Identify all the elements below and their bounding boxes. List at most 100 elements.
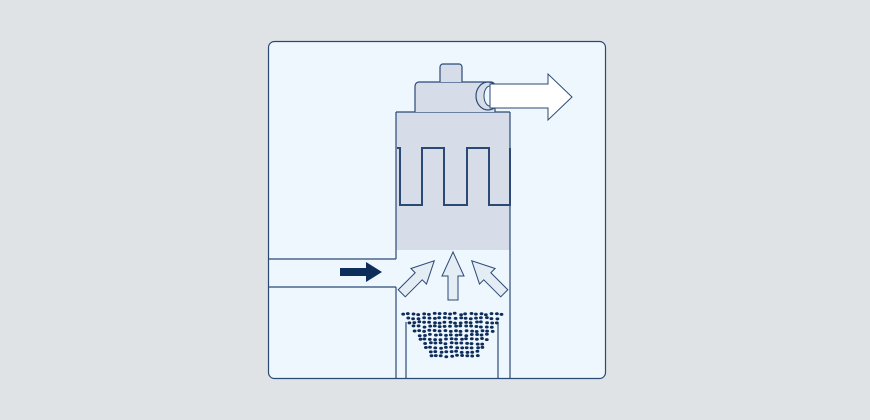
updraft-arrow-icon <box>441 250 465 301</box>
particle <box>448 320 453 324</box>
particle <box>449 345 453 349</box>
particle <box>464 324 469 328</box>
particle <box>490 329 495 333</box>
particle <box>460 337 464 341</box>
particle <box>464 320 468 324</box>
particle <box>429 354 434 358</box>
particle <box>464 329 469 333</box>
particle <box>485 332 489 336</box>
particle <box>459 341 464 345</box>
particle <box>443 342 448 346</box>
particle <box>438 354 443 358</box>
particle <box>460 354 464 357</box>
filter-housing <box>396 112 510 250</box>
particle <box>484 313 488 317</box>
particle <box>485 321 489 325</box>
particle <box>434 333 438 337</box>
particle <box>459 350 464 354</box>
particle <box>458 329 463 333</box>
particle <box>444 345 448 349</box>
particle <box>499 312 504 316</box>
particle <box>489 312 494 316</box>
particle <box>448 324 452 328</box>
particle <box>454 329 458 333</box>
particle <box>428 324 433 328</box>
particle <box>428 350 433 354</box>
particle <box>459 316 464 320</box>
particle <box>422 337 427 341</box>
particle <box>442 320 447 324</box>
particle <box>453 321 457 325</box>
particle <box>438 338 443 342</box>
particle <box>490 321 495 325</box>
particle <box>450 354 455 358</box>
particle <box>405 312 410 316</box>
particle <box>454 349 458 353</box>
particle <box>469 337 474 341</box>
particle <box>455 353 459 357</box>
particle <box>428 332 432 336</box>
particle <box>468 317 473 321</box>
particle <box>448 333 453 337</box>
particle <box>427 328 432 332</box>
particle <box>424 346 428 349</box>
particle <box>469 324 473 328</box>
particle <box>475 333 479 336</box>
particle <box>495 312 499 316</box>
particle <box>465 350 470 354</box>
particle <box>432 324 437 328</box>
particle <box>484 338 489 342</box>
particle <box>458 321 463 325</box>
particle <box>428 345 432 349</box>
particle <box>485 329 489 333</box>
particle <box>439 346 443 350</box>
particle <box>480 329 485 333</box>
particle <box>458 324 463 328</box>
particle <box>433 346 438 350</box>
particle <box>475 320 479 324</box>
particle <box>495 317 500 321</box>
particle <box>474 316 478 320</box>
inlet-duct <box>269 258 396 288</box>
particle <box>475 354 480 358</box>
particle <box>443 329 448 333</box>
particle <box>449 341 454 345</box>
particle <box>423 342 427 345</box>
particle <box>458 333 463 337</box>
particle <box>442 316 447 320</box>
particle <box>437 325 442 329</box>
particle <box>465 354 470 358</box>
particle <box>475 349 480 353</box>
particle <box>417 329 422 333</box>
particle <box>469 312 474 315</box>
particle <box>479 312 484 316</box>
particle <box>444 350 449 354</box>
particle <box>480 345 485 349</box>
particle <box>474 312 478 316</box>
particle <box>432 329 437 332</box>
particle <box>469 346 474 350</box>
particle <box>422 316 426 320</box>
particle <box>469 342 474 346</box>
particle <box>427 316 432 320</box>
particle <box>437 321 442 325</box>
particle <box>449 337 454 341</box>
particle <box>407 321 412 325</box>
particle <box>412 321 417 325</box>
particle <box>475 342 480 346</box>
particle <box>422 325 427 329</box>
particle <box>475 337 479 341</box>
particle <box>448 329 453 333</box>
particle <box>470 350 475 354</box>
particle <box>454 324 458 328</box>
particle <box>459 313 463 317</box>
particle <box>433 316 437 320</box>
particle <box>433 341 438 345</box>
particle <box>474 325 479 328</box>
particle <box>411 317 415 321</box>
particle <box>406 316 411 320</box>
updraft-arrow-icon <box>470 259 509 298</box>
particle <box>489 325 494 329</box>
particle <box>480 342 485 346</box>
